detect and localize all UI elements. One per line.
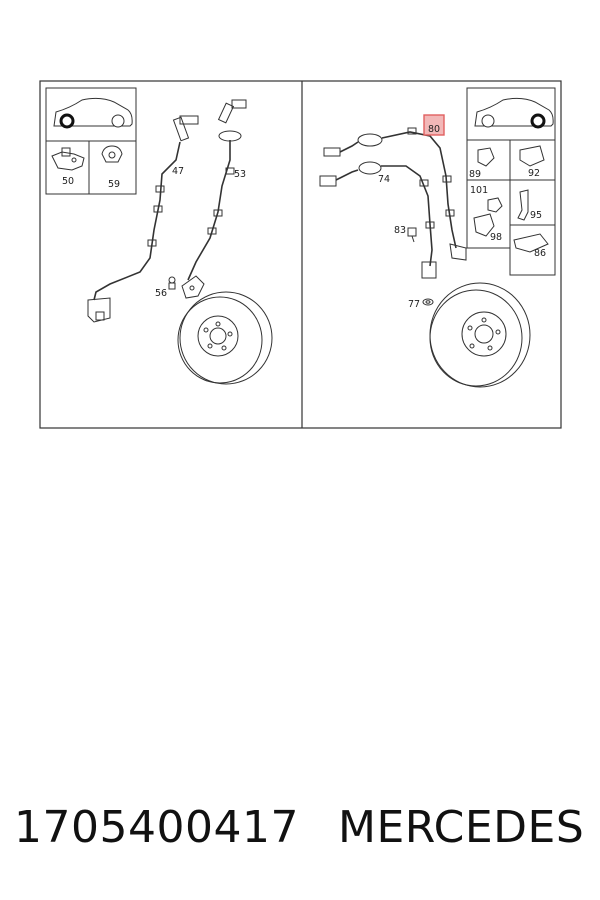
left-sensor-53 (187, 99, 247, 281)
right-parts-grid: 89 92 101 98 95 86 (466, 139, 556, 276)
right-car-inset (466, 87, 556, 141)
left-sensor-cable-47 (87, 115, 199, 323)
clip-part-50-icon (51, 147, 85, 171)
left-panel: 50 59 47 (45, 87, 273, 385)
label-59: 59 (108, 179, 120, 190)
front-wheel-icon (481, 114, 495, 128)
bracket-part-95-icon (517, 189, 529, 221)
front-wheel-highlight-icon (59, 113, 75, 129)
rear-wheel-icon (111, 114, 125, 128)
label-47: 47 (172, 166, 184, 177)
left-brake-disc (177, 291, 273, 385)
brand-name: MERCEDES (338, 802, 585, 853)
clip-part-86-icon (513, 233, 549, 253)
label-95: 95 (530, 210, 542, 221)
left-bracket-icon (168, 275, 205, 299)
label-86: 86 (534, 248, 546, 259)
clip-part-59-icon (101, 145, 123, 163)
clip-part-89-icon (477, 147, 495, 167)
right-sensor-cable-74 (319, 161, 437, 279)
left-car-inset: 50 59 (45, 87, 137, 195)
rear-wheel-highlight-icon (530, 113, 546, 129)
part-number: 1705400417 (14, 802, 299, 853)
label-92: 92 (528, 168, 540, 179)
bolt-part-83-icon (407, 227, 417, 243)
label-83: 83 (394, 225, 406, 236)
car-silhouette-icon (474, 97, 554, 127)
label-74: 74 (378, 174, 390, 185)
right-brake-disc (429, 282, 531, 388)
label-53: 53 (234, 169, 246, 180)
caption: 1705400417 MERCEDES (0, 790, 600, 870)
label-77: 77 (408, 299, 420, 310)
clip-part-92-icon (519, 145, 545, 167)
parts-diagram: 50 59 47 (39, 80, 562, 429)
washer-part-77-icon (422, 298, 434, 306)
right-panel: 89 92 101 98 95 86 80 (319, 87, 556, 388)
nut-part-101-icon (487, 197, 503, 213)
label-98: 98 (490, 232, 502, 243)
label-89: 89 (469, 169, 481, 180)
label-101: 101 (470, 185, 488, 196)
clip-part-98-icon (473, 213, 495, 237)
label-80: 80 (428, 124, 440, 135)
label-80-highlight-box (423, 114, 445, 136)
label-56: 56 (155, 288, 167, 299)
car-silhouette-icon (53, 97, 133, 127)
right-sensor-cable-80 (323, 127, 467, 261)
label-50: 50 (62, 176, 74, 187)
